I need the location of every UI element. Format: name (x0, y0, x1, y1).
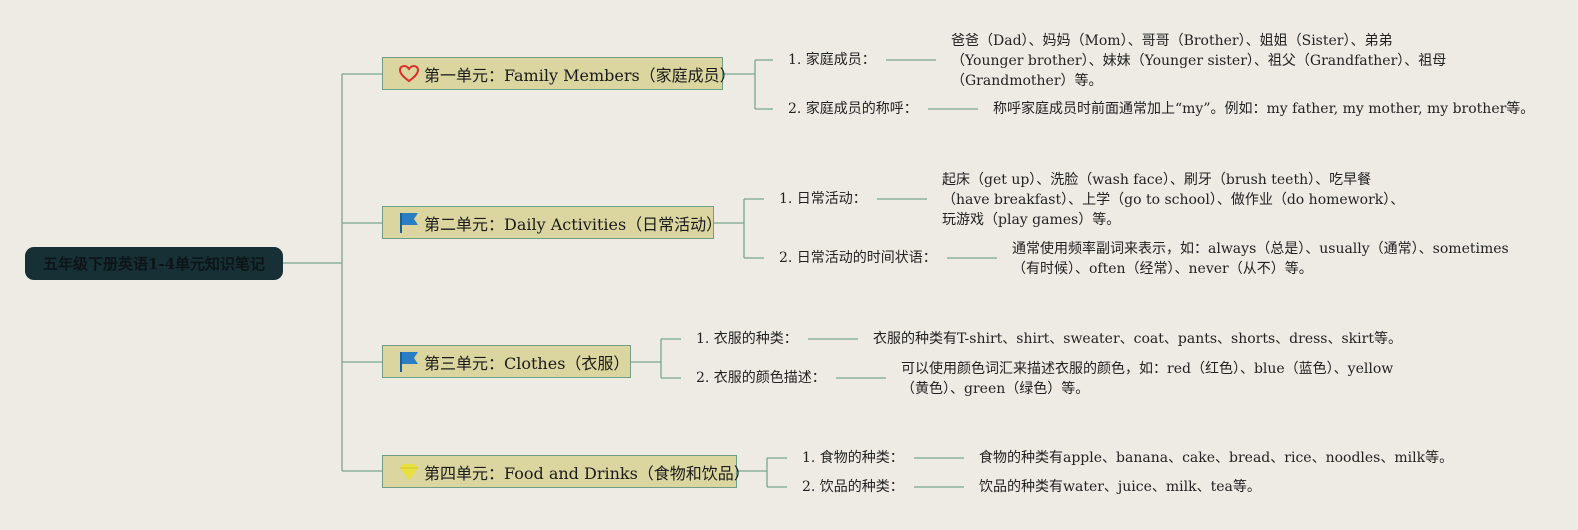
unit-1-point-2-text[interactable]: 称呼家庭成员时前面通常加上“my”。例如：my father, my mothe… (993, 101, 1535, 117)
unit-2-point-2-label[interactable]: 2. 日常活动的时间状语： (779, 250, 937, 266)
unit-2-point-1-label[interactable]: 1. 日常活动： (779, 191, 867, 207)
unit-1-point-1-text[interactable]: 爸爸（Dad）、妈妈（Mom）、哥哥（Brother）、姐姐（Sister）、弟… (951, 33, 1447, 89)
heart-icon (399, 63, 419, 85)
unit-2-point-2-text[interactable]: 通常使用频率副词来表示，如：always（总是）、usually（通常）、som… (1012, 241, 1509, 277)
unit-3-point-1-label[interactable]: 1. 衣服的种类： (696, 331, 798, 347)
unit-4-point-2-text[interactable]: 饮品的种类有water、juice、milk、tea等。 (979, 479, 1261, 495)
unit-1-point-2-label[interactable]: 2. 家庭成员的称呼： (788, 101, 918, 117)
unit-4-point-1-text[interactable]: 食物的种类有apple、banana、cake、bread、rice、noodl… (979, 450, 1454, 466)
unit-2-node[interactable]: 第二单元：Daily Activities（日常活动） (382, 206, 722, 239)
root-title: 五年级下册英语1-4单元知识笔记 (42, 255, 266, 273)
unit-4-point-2-label[interactable]: 2. 饮品的种类： (802, 479, 904, 495)
root-node[interactable]: 五年级下册英语1-4单元知识笔记 (25, 247, 283, 280)
unit-4-point-1-label[interactable]: 1. 食物的种类： (802, 450, 904, 466)
unit-3-point-2-label[interactable]: 2. 衣服的颜色描述： (696, 370, 826, 386)
gem-icon (399, 461, 419, 483)
unit-3-title: 第三单元：Clothes（衣服） (424, 353, 630, 373)
unit-1-point-1-label[interactable]: 1. 家庭成员： (788, 52, 876, 68)
flag-icon (399, 212, 419, 234)
flag-icon (399, 351, 419, 373)
unit-2-title: 第二单元：Daily Activities（日常活动） (424, 214, 723, 234)
unit-1-title: 第一单元：Family Members（家庭成员） (424, 65, 736, 85)
unit-4-node[interactable]: 第四单元：Food and Drinks（食物和饮品） (382, 455, 750, 488)
unit-1-node[interactable]: 第一单元：Family Members（家庭成员） (382, 57, 736, 90)
unit-2-point-1-text[interactable]: 起床（get up）、洗脸（wash face）、刷牙（brush teeth）… (942, 172, 1405, 228)
unit-3-point-1-text[interactable]: 衣服的种类有T-shirt、shirt、sweater、coat、pants、s… (873, 331, 1402, 347)
unit-3-point-2-text[interactable]: 可以使用颜色词汇来描述衣服的颜色，如：red（红色）、blue（蓝色）、yell… (901, 361, 1394, 397)
unit-4-title: 第四单元：Food and Drinks（食物和饮品） (424, 463, 750, 483)
unit-3-node[interactable]: 第三单元：Clothes（衣服） (382, 345, 631, 378)
